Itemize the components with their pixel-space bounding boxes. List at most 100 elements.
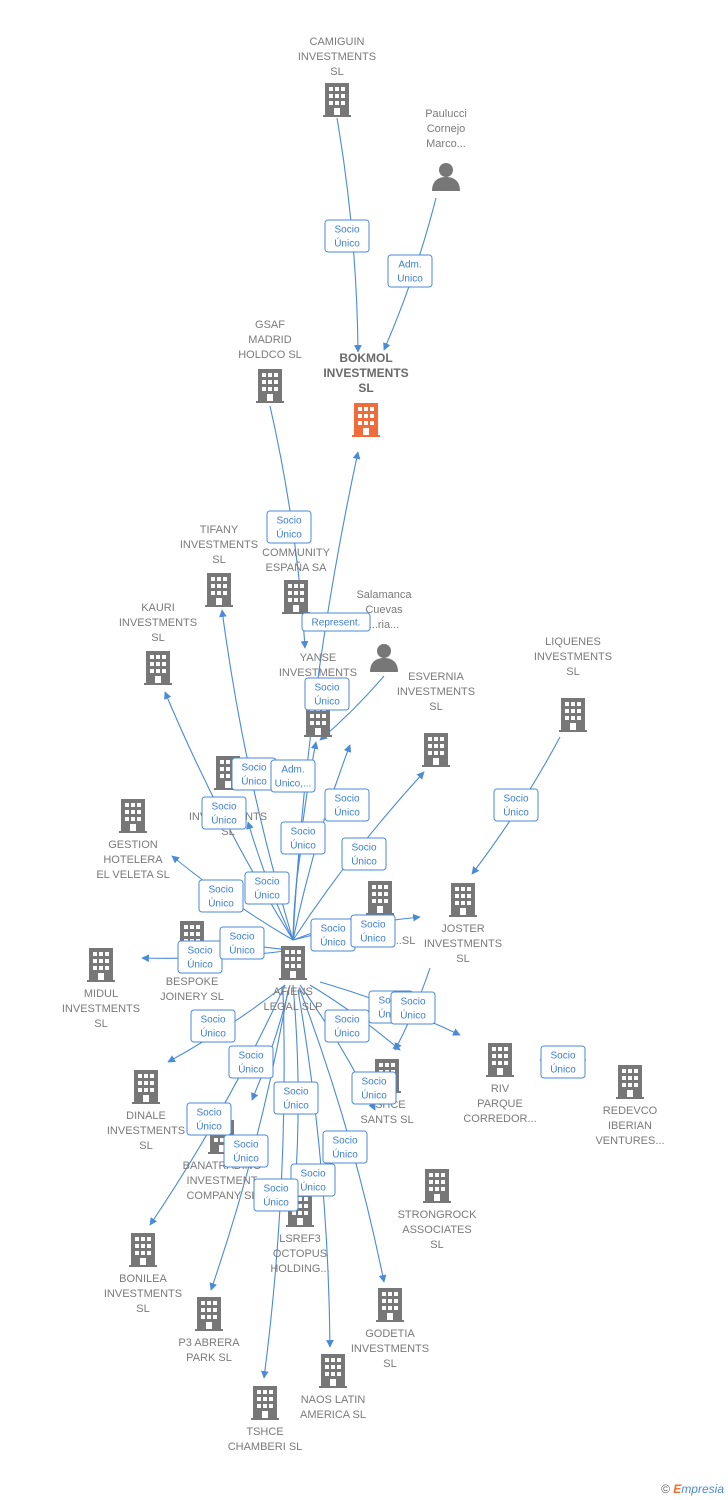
building-icon bbox=[256, 369, 284, 403]
node-label: INVESTMENTS bbox=[62, 1003, 140, 1015]
node-label: BOKMOL bbox=[339, 351, 392, 365]
edge-label-text: Socio bbox=[229, 932, 254, 943]
empresia-logo: Empresia bbox=[673, 1482, 724, 1496]
node-p3abrera[interactable]: P3 ABRERA PARK SL bbox=[178, 1297, 240, 1364]
edge-label-text: Socio bbox=[550, 1051, 575, 1062]
edge-label-1[interactable]: Adm.Unico bbox=[387, 254, 433, 288]
node-label: SL bbox=[330, 66, 343, 78]
node-label: SL bbox=[456, 953, 469, 965]
edge-label-text: Único bbox=[200, 1027, 226, 1040]
edge-label-6[interactable]: Adm.Unico,... bbox=[270, 759, 316, 793]
node-paulucci[interactable]: PaulucciCornejoMarco... bbox=[425, 108, 467, 191]
node-label: SL bbox=[94, 1018, 107, 1030]
node-label: ...ria... bbox=[369, 619, 400, 631]
edge-label-text: Único bbox=[400, 1009, 426, 1022]
node-label: INVESTMENTS bbox=[534, 651, 612, 663]
building-icon bbox=[376, 1288, 404, 1322]
edge-label-text: Único bbox=[241, 775, 267, 788]
node-salamanca[interactable]: SalamancaCuevas...ria... bbox=[356, 589, 412, 672]
node-redevco[interactable]: REDEVCOIBERIANVENTURES... bbox=[595, 1065, 665, 1147]
node-label: ASSOCIATES bbox=[402, 1224, 471, 1236]
node-label: OCTOPUS bbox=[273, 1248, 327, 1260]
node-label: SL bbox=[430, 1239, 443, 1251]
edge-label-3[interactable]: Represent. bbox=[301, 612, 371, 632]
node-riv[interactable]: RIVPARQUECORREDOR... bbox=[463, 1043, 537, 1125]
node-label: COMMUNITY bbox=[262, 547, 330, 559]
node-label: YANSE bbox=[300, 652, 336, 664]
footer-credit[interactable]: © Empresia bbox=[661, 1482, 724, 1496]
node-label: CAMIGUIN bbox=[310, 36, 365, 48]
node-midsl[interactable]: ...SL bbox=[366, 881, 415, 947]
edge-label-text: Socio bbox=[238, 1051, 263, 1062]
node-label: TIFANY bbox=[200, 524, 239, 536]
edge-label-text: Único bbox=[314, 695, 340, 708]
edge-label-text: Único bbox=[351, 855, 377, 868]
node-label: PARK SL bbox=[186, 1352, 232, 1364]
edge-label-text: Único bbox=[196, 1120, 222, 1133]
node-label: INVESTMENTS bbox=[119, 617, 197, 629]
edge-label-text: Único bbox=[503, 806, 529, 819]
edge-label-text: Único bbox=[334, 1027, 360, 1040]
edge-label-text: Socio bbox=[320, 924, 345, 935]
node-label: Cornejo bbox=[427, 123, 466, 135]
building-icon bbox=[323, 83, 351, 117]
node-label: P3 ABRERA bbox=[178, 1337, 240, 1349]
node-label: GESTION bbox=[108, 839, 158, 851]
node-label: INVESTMENTS bbox=[351, 1343, 429, 1355]
node-label: BONILEA bbox=[119, 1273, 167, 1285]
edge-label-text: Socio bbox=[283, 1087, 308, 1098]
node-label: CORREDOR... bbox=[463, 1113, 536, 1125]
edge-label-text: Socio bbox=[200, 1015, 225, 1026]
edge-label-text: Único bbox=[254, 889, 280, 902]
node-community[interactable]: ...TECOMMUNITYESPAÑA SA bbox=[262, 532, 331, 614]
building-icon bbox=[352, 403, 380, 437]
node-lsref3[interactable]: LSREF3OCTOPUSHOLDING... bbox=[270, 1193, 330, 1275]
